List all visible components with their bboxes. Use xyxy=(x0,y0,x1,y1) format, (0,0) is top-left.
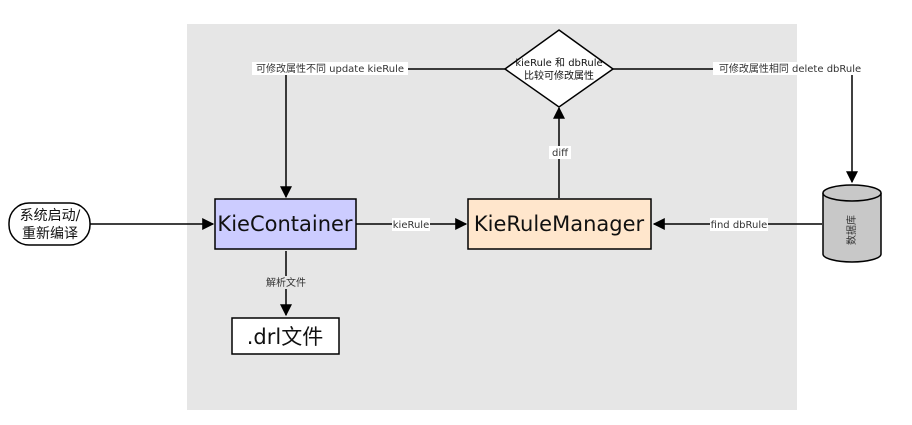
database-cylinder xyxy=(822,184,882,263)
start-node-label-line1: 系统启动/ xyxy=(20,208,81,224)
database-label: 数据库 xyxy=(845,215,858,245)
drl-file-node xyxy=(231,317,340,355)
edge-db-to-manager-label-bg xyxy=(710,218,768,231)
decision-diamond xyxy=(503,29,615,108)
edge-decision-to-db-label: 可修改属性相同 delete dbRule xyxy=(719,62,861,75)
start-node xyxy=(8,202,91,246)
edge-container-to-drl-label: 解析文件 xyxy=(266,276,306,289)
edge-decision-to-container-label: 可修改属性不同 update kieRule xyxy=(256,62,404,75)
edge-manager-to-decision-label-bg xyxy=(549,146,571,159)
kie-rule-manager-label: KieRuleManager xyxy=(474,212,645,236)
kie-container-label: KieContainer xyxy=(217,212,353,236)
edge-container-to-drl-label-bg xyxy=(260,276,312,289)
edge-container-to-manager-label: kieRule xyxy=(393,220,430,231)
edge-container-to-manager-label-bg xyxy=(392,218,430,231)
kie-rule-manager-node xyxy=(467,198,652,250)
decision-label-line2: 比较可修改属性 xyxy=(524,69,594,82)
edge-decision-to-container-label-bg xyxy=(252,62,408,75)
drl-file-label: .drl文件 xyxy=(247,325,323,349)
kie-container-node xyxy=(214,198,357,250)
edge-db-to-manager-label: find dbRule xyxy=(711,220,768,231)
start-node-label-line2: 重新编译 xyxy=(22,226,78,242)
edge-decision-to-db-label-bg xyxy=(713,62,869,75)
decision-label-line1: kieRule 和 dbRule xyxy=(515,57,602,69)
edge-manager-to-decision-label: diff xyxy=(552,148,569,159)
